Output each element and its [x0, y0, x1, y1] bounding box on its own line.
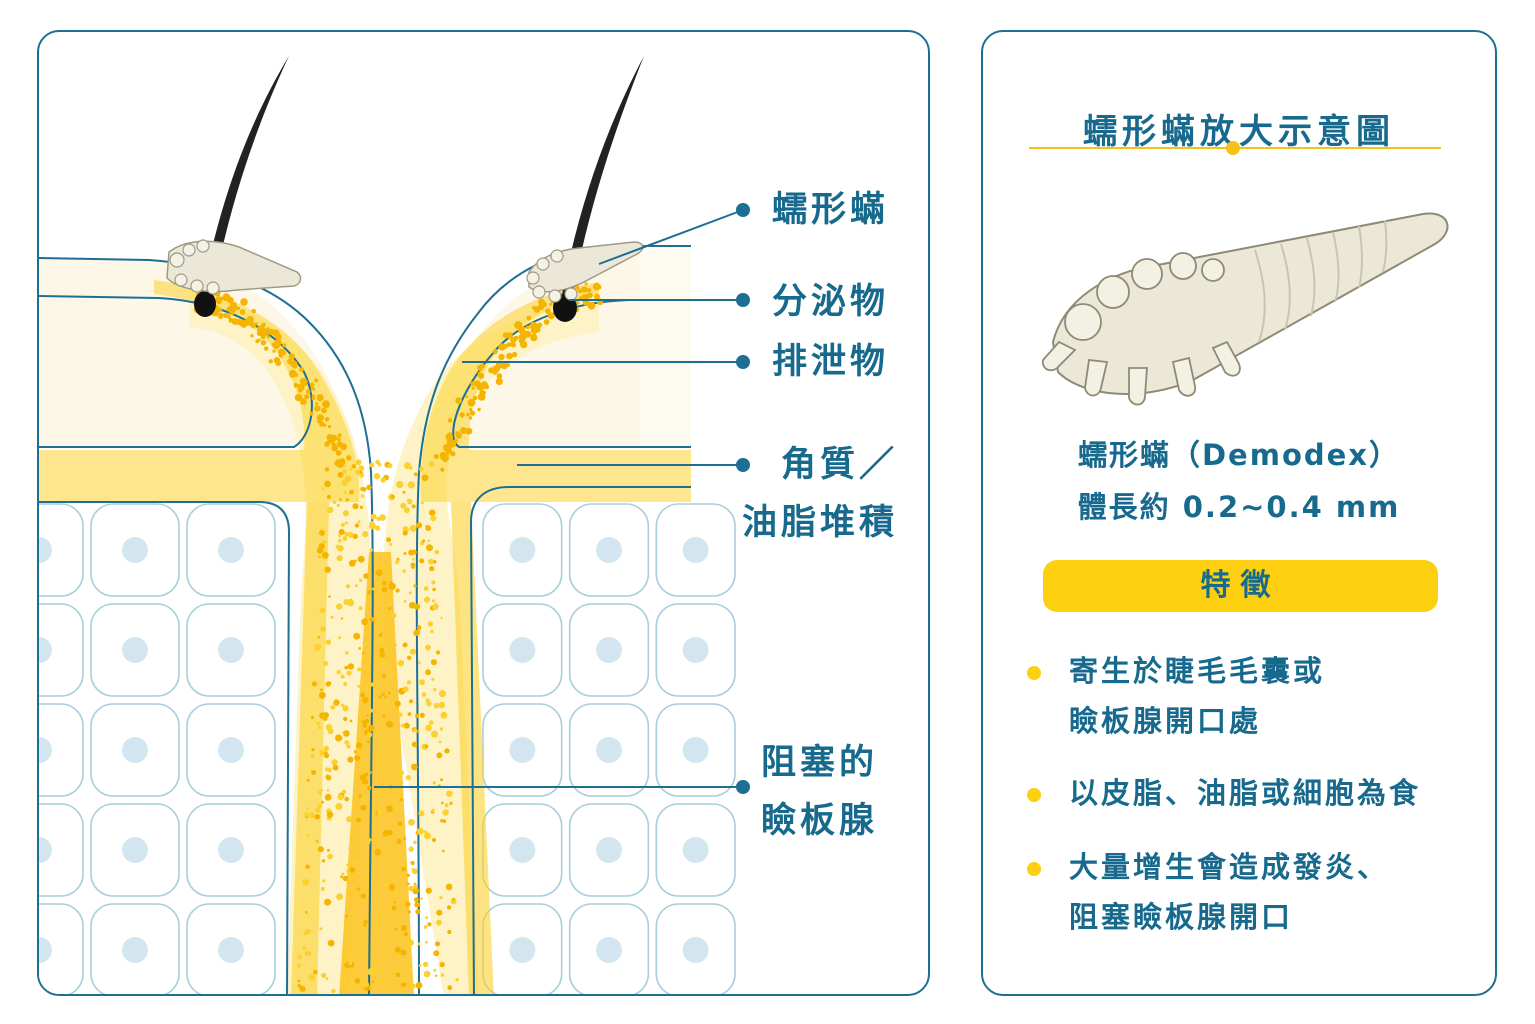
- bullet-dot-icon: [1027, 666, 1041, 680]
- cell-nucleus: [509, 937, 536, 963]
- cell-nucleus: [509, 837, 536, 863]
- features-heading: 特徵: [1043, 560, 1438, 612]
- cell-nucleus: [596, 937, 622, 963]
- cell-nucleus: [509, 537, 536, 563]
- bullet-dot-icon: [1027, 788, 1041, 802]
- gland-cross-section-illustration: [39, 56, 750, 994]
- mite-name-caption: 蠕形蟎（Demodex）: [1077, 438, 1400, 472]
- blocked-gland-sebum-core: [339, 552, 414, 994]
- cell-nucleus: [682, 537, 709, 563]
- title-divider-dot: [1226, 141, 1240, 155]
- epithelial-cell: [39, 903, 84, 994]
- label-mite: 蠕形蟎: [772, 190, 890, 230]
- epithelial-cell: [39, 603, 84, 697]
- epithelial-cells-left: [39, 503, 276, 994]
- epithelial-cells-right: [482, 503, 736, 994]
- cell-nucleus: [218, 637, 244, 663]
- cell-nucleus: [122, 537, 148, 563]
- label-blocked-meibomian-gland: 阻塞的 瞼板腺: [761, 743, 879, 841]
- demodex-mite-left: [166, 239, 302, 295]
- cell-nucleus: [682, 837, 709, 863]
- mite-size-caption: 體長約 0.2~0.4 mm: [1077, 490, 1401, 524]
- cell-nucleus: [596, 737, 622, 763]
- label-keratin-sebum-buildup: 角質／ 油脂堆積: [742, 445, 899, 543]
- eyelash-hair-left: [201, 56, 289, 302]
- demodex-mite-right: [526, 241, 644, 303]
- cell-nucleus: [218, 537, 244, 563]
- cell-nucleus: [122, 837, 148, 863]
- cell-nucleus: [218, 837, 244, 863]
- cell-nucleus: [682, 737, 709, 763]
- cell-nucleus: [39, 937, 52, 963]
- cell-nucleus: [596, 637, 622, 663]
- eyelid-cross-section-panel: 蠕形蟎 分泌物 排泄物 角質／ 油脂堆積 阻塞的 瞼板腺: [37, 30, 930, 996]
- skin-layer-left: [39, 258, 342, 447]
- label-excretion: 排泄物: [772, 342, 890, 382]
- cell-nucleus: [596, 537, 622, 563]
- cell-nucleus: [39, 637, 52, 663]
- cell-nucleus: [39, 737, 52, 763]
- eyelash-hair-right: [561, 56, 644, 302]
- cell-nucleus: [122, 737, 148, 763]
- cell-nucleus: [39, 537, 52, 563]
- cell-nucleus: [122, 937, 148, 963]
- mite-info-panel: 蠕形蟎放大示意圖 蠕形蟎（Demodex） 體長約 0.2: [981, 30, 1497, 996]
- epithelial-cell: [39, 703, 84, 797]
- skin-layer-right: [446, 246, 691, 447]
- cell-nucleus: [682, 637, 709, 663]
- epithelial-cell: [39, 803, 84, 897]
- cell-nucleus: [122, 637, 148, 663]
- epithelial-cell: [39, 503, 84, 597]
- cell-nucleus: [39, 837, 52, 863]
- cell-nucleus: [682, 937, 709, 963]
- cell-nucleus: [596, 837, 622, 863]
- magnified-mite-illustration: [1041, 212, 1449, 406]
- cell-nucleus: [218, 737, 244, 763]
- sebum-band-right: [420, 282, 691, 502]
- cell-nucleus: [509, 637, 536, 663]
- feature-item: 以皮脂、油脂或細胞為食: [1027, 768, 1495, 818]
- label-secretion: 分泌物: [772, 282, 890, 322]
- feature-item: 大量增生會造成發炎、 阻塞瞼板腺開口: [1027, 842, 1495, 942]
- feature-item: 寄生於睫毛毛囊或 瞼板腺開口處: [1027, 646, 1495, 746]
- skin-surface-outline-right: [415, 245, 691, 994]
- cell-nucleus: [509, 737, 536, 763]
- cell-nucleus: [218, 937, 244, 963]
- leader-line-mite: [598, 209, 744, 265]
- bullet-dot-icon: [1027, 862, 1041, 876]
